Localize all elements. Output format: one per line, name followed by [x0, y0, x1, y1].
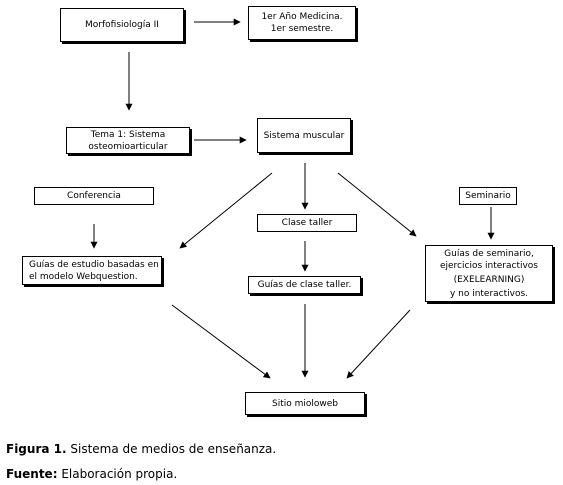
node-anio-medicina: 1er Año Medicina. 1er semestre. [248, 6, 356, 40]
node-tema-1: Tema 1: Sistema osteomioarticular [66, 127, 190, 154]
node-morfofisiologia: Morfofisiología II [60, 8, 184, 42]
arrow-muscular-to-guias-seminario [337, 172, 417, 237]
node-conferencia: Conferencia [34, 187, 154, 205]
node-sistema-muscular: Sistema muscular [257, 118, 351, 153]
node-sitio-mioloweb: Sitio mioloweb [245, 392, 365, 415]
source-text: Elaboración propia. [57, 467, 178, 481]
node-guias-seminario: Guías de seminario, ejercicios interacti… [425, 245, 553, 302]
figure-text: Sistema de medios de enseñanza. [66, 442, 277, 456]
node-guias-estudio: Guías de estudio basadas en el modelo We… [22, 256, 162, 285]
figure-caption: Figura 1. Sistema de medios de enseñanza… [6, 442, 276, 457]
arrow-guias-seminario-to-sitio [346, 309, 411, 379]
node-seminario: Seminario [459, 187, 517, 205]
arrow-guias-estudio-to-sitio [171, 304, 271, 379]
source-label: Fuente: [6, 467, 58, 481]
arrow-muscular-to-guias-estudio [179, 172, 273, 249]
figure-label: Figura 1. [6, 442, 67, 456]
node-clase-taller: Clase taller [257, 214, 357, 232]
source-caption: Fuente: Elaboración propia. [6, 467, 177, 482]
node-guias-clase-taller: Guías de clase taller. [248, 276, 361, 294]
